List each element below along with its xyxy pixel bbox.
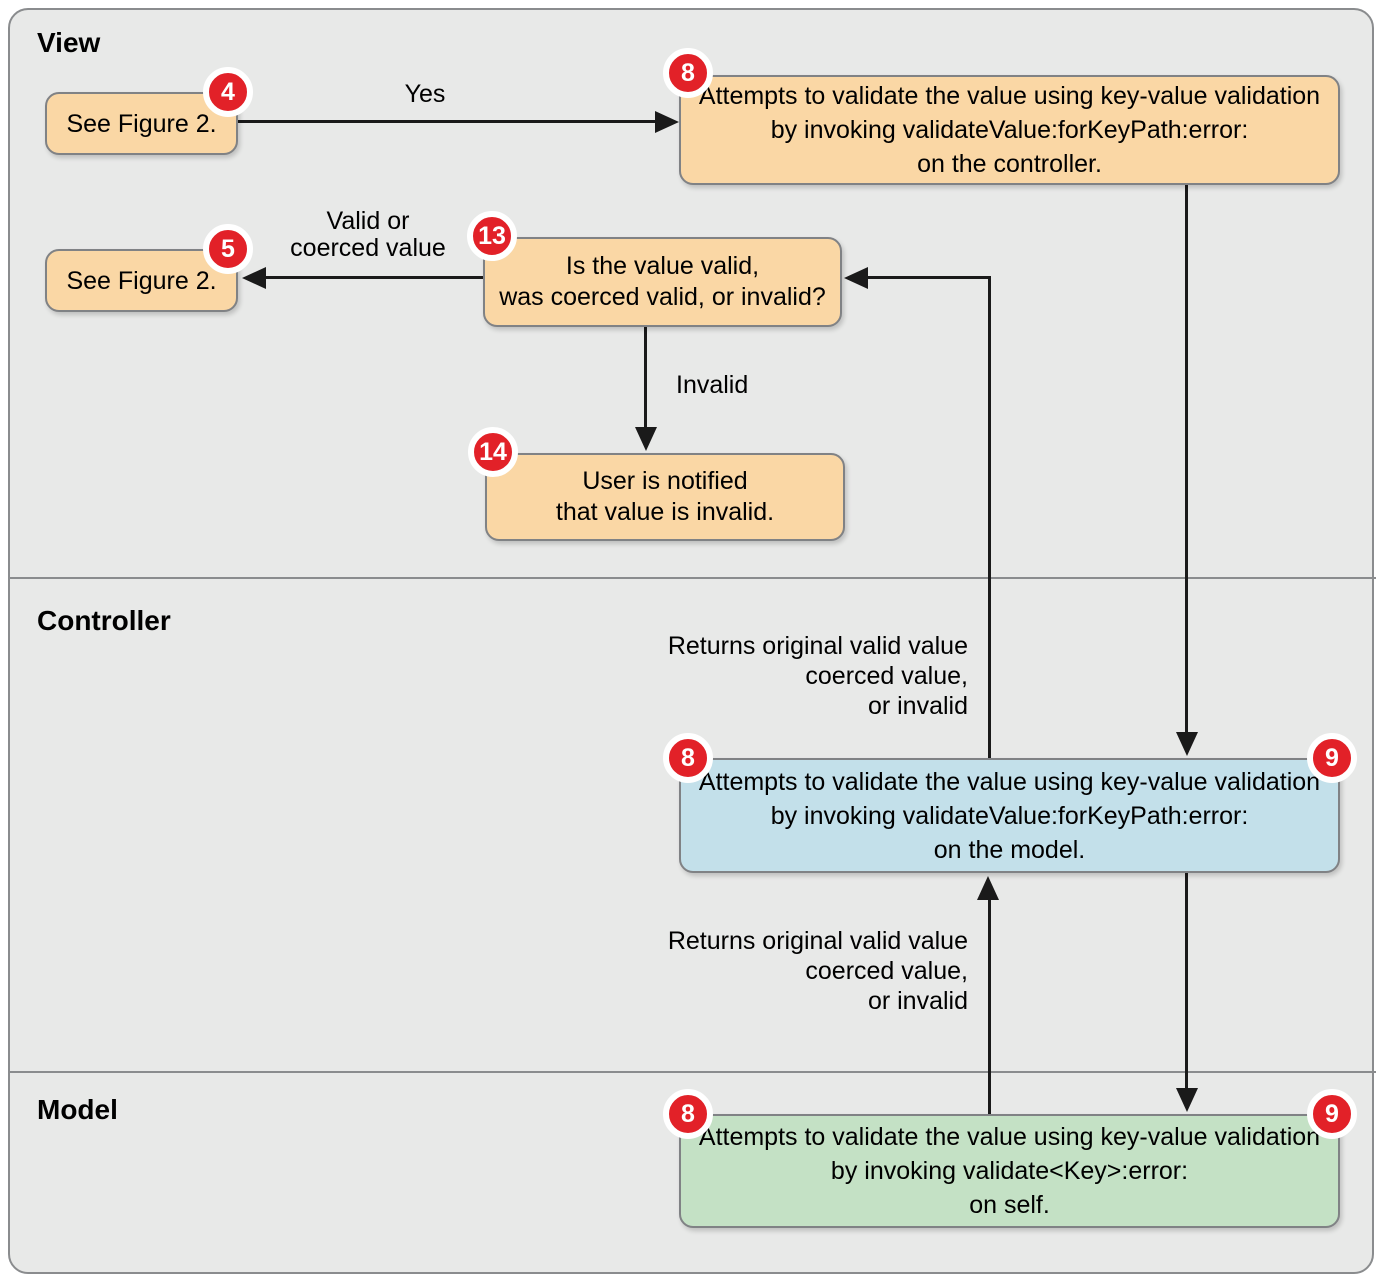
arrow-model-return-head <box>977 876 999 900</box>
badge-9-controller: 9 <box>1307 733 1357 783</box>
edge-label-invalid: Invalid <box>676 371 749 399</box>
returns-controller-line2: coerced value, <box>805 662 968 690</box>
box-model-attempt-line2: by invoking validate<Key>:error: <box>830 1157 1189 1185</box>
edge-label-returns-model: Returns original valid value coerced val… <box>628 926 968 1016</box>
edge-label-valid-coerced: Valid or coerced value <box>258 208 478 262</box>
lane-label-view: View <box>37 27 101 58</box>
diagram-panel <box>8 8 1374 1274</box>
lane-label-model: Model <box>37 1094 118 1125</box>
arrow-valid-line <box>264 276 483 279</box>
edge-label-valid-coerced-line2: coerced value <box>290 234 446 262</box>
box-see-figure-top-text: See Figure 2. <box>66 109 217 138</box>
box-view-attempt-line2: by invoking validateValue:forKeyPath:err… <box>770 116 1249 144</box>
edge-label-returns-controller: Returns original valid value coerced val… <box>628 631 968 721</box>
box-valid-question-line2: was coerced valid, or invalid? <box>499 283 826 311</box>
arrow-controller-return-vline <box>988 276 991 758</box>
arrow-view-to-controller-line <box>1185 185 1188 734</box>
arrow-model-return-line <box>988 900 991 1114</box>
returns-controller-line3: or invalid <box>867 692 968 720</box>
returns-controller-line1: Returns original valid value <box>667 632 968 660</box>
arrow-yes-head <box>655 111 679 133</box>
returns-model-line3: or invalid <box>867 987 968 1015</box>
arrow-controller-to-model-line <box>1185 873 1188 1088</box>
box-controller-attempt-line3: on the model. <box>933 835 1086 864</box>
arrow-controller-return-head <box>844 267 868 289</box>
returns-model-line1: Returns original valid value <box>667 927 968 955</box>
badge-4: 4 <box>203 67 253 117</box>
lane-label-controller: Controller <box>37 605 171 636</box>
badge-8-model: 8 <box>663 1089 713 1139</box>
badge-8-controller: 8 <box>663 733 713 783</box>
box-user-notified-line2: that value is invalid. <box>555 498 775 526</box>
box-controller-attempt-line1: Attempts to validate the value using key… <box>698 767 1321 796</box>
box-valid-question: Is the value valid, was coerced valid, o… <box>483 237 842 327</box>
badge-9-model: 9 <box>1307 1089 1357 1139</box>
box-valid-question-line1: Is the value valid, <box>565 252 760 280</box>
arrow-invalid-head <box>635 427 657 451</box>
box-view-attempt-line3: on the controller. <box>917 150 1102 178</box>
arrow-view-to-controller-head <box>1176 732 1198 756</box>
arrow-controller-return-hline <box>866 276 991 279</box>
arrow-invalid-line <box>644 327 647 429</box>
box-view-attempt: Attempts to validate the value using key… <box>679 75 1340 185</box>
badge-14: 14 <box>468 427 518 477</box>
arrow-controller-to-model-head <box>1176 1088 1198 1112</box>
returns-model-line2: coerced value, <box>805 957 968 985</box>
lane-divider-controller-model <box>10 1071 1376 1073</box>
edge-label-yes: Yes <box>404 80 446 108</box>
box-user-notified-line1: User is notified <box>582 467 748 495</box>
box-see-figure-bottom-text: See Figure 2. <box>66 266 217 295</box>
box-model-attempt-line1: Attempts to validate the value using key… <box>698 1123 1321 1151</box>
box-controller-attempt-line2: by invoking validateValue:forKeyPath:err… <box>770 801 1249 830</box>
box-model-attempt: Attempts to validate the value using key… <box>679 1114 1340 1228</box>
lane-divider-view-controller <box>10 577 1376 579</box>
box-user-notified: User is notified that value is invalid. <box>485 453 845 541</box>
edge-label-valid-coerced-line1: Valid or <box>326 207 410 235</box>
arrow-valid-head <box>242 267 266 289</box>
badge-8-view: 8 <box>663 48 713 98</box>
box-view-attempt-line1: Attempts to validate the value using key… <box>698 82 1321 110</box>
arrow-yes-line <box>238 120 657 123</box>
badge-13: 13 <box>467 211 517 261</box>
box-controller-attempt: Attempts to validate the value using key… <box>679 758 1340 873</box>
box-model-attempt-line3: on self. <box>969 1191 1050 1219</box>
badge-5: 5 <box>203 224 253 274</box>
